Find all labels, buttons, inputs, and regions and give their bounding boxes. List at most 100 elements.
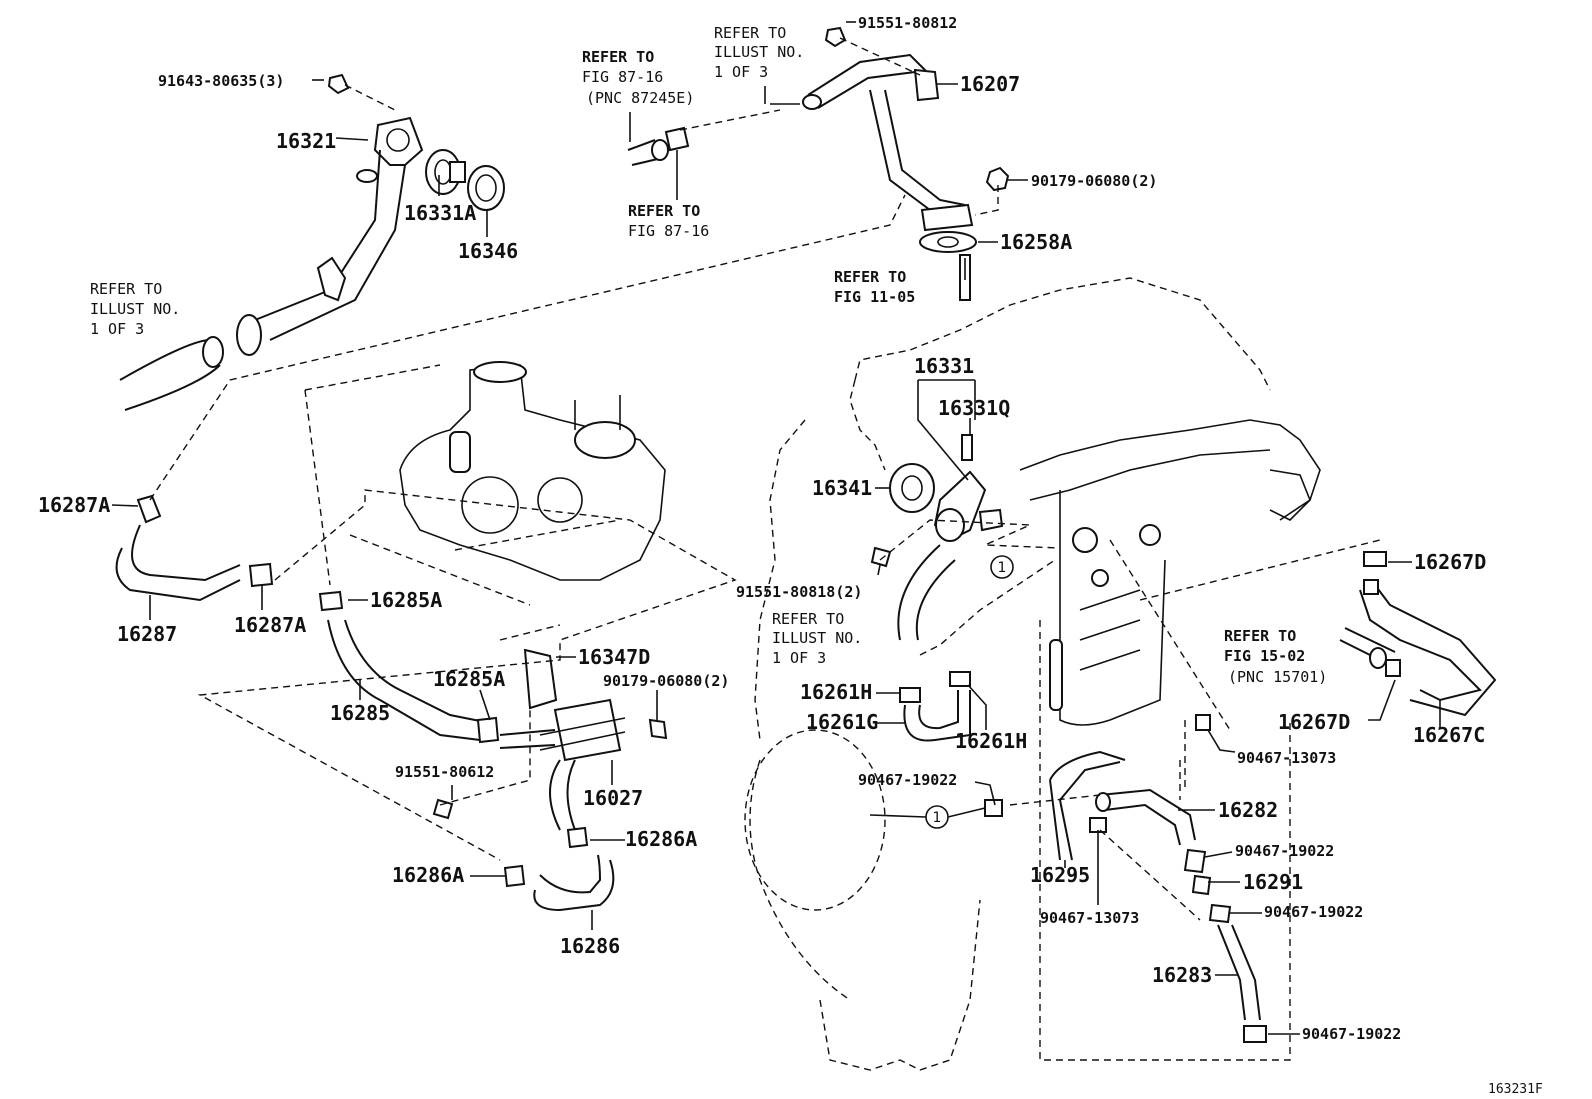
label-91551-80612: 91551-80612 xyxy=(395,763,494,781)
pipe-16291 xyxy=(1191,874,1212,896)
clamp-icon xyxy=(1208,903,1232,924)
svg-text:REFER TO: REFER TO xyxy=(628,202,700,220)
label-16285A: 16285A xyxy=(370,588,442,612)
nut-icon xyxy=(985,166,1010,192)
external-hose xyxy=(119,339,211,381)
clamp-icon xyxy=(984,799,1003,817)
leader-lines xyxy=(111,21,1441,1035)
thermostat xyxy=(425,149,466,195)
svg-text:ILLUST NO.: ILLUST NO. xyxy=(772,629,862,647)
svg-text:FIG 87-16: FIG 87-16 xyxy=(628,222,709,240)
ref-note-illust-top: REFER TO ILLUST NO. 1 OF 3 xyxy=(714,24,804,81)
svg-text:ILLUST NO.: ILLUST NO. xyxy=(714,43,804,61)
label-16286A: 16286A xyxy=(625,827,697,851)
svg-text:REFER TO: REFER TO xyxy=(714,24,786,42)
svg-text:1: 1 xyxy=(998,560,1007,576)
label-90467-19022: 90467-19022 xyxy=(1302,1025,1401,1043)
clamp-icon xyxy=(1183,848,1207,874)
hose-16267c xyxy=(1339,551,1497,717)
label-16285: 16285 xyxy=(330,701,390,725)
hose-16295 xyxy=(1049,750,1126,861)
hose-16287 xyxy=(115,494,274,602)
hose-16285 xyxy=(318,590,500,744)
label-16027: 16027 xyxy=(583,786,643,810)
gasket-16258a xyxy=(919,231,977,253)
label-16287A: 16287A xyxy=(234,613,306,637)
label-91643-80635: 91643-80635(3) xyxy=(158,72,284,90)
label-90179-06080: 90179-06080(2) xyxy=(1031,172,1157,190)
label-16285A: 16285A xyxy=(433,667,505,691)
hose-16283 xyxy=(1217,924,1267,1043)
svg-text:ILLUST NO.: ILLUST NO. xyxy=(90,300,180,318)
label-90467-13073: 90467-13073 xyxy=(1040,909,1139,927)
svg-text:REFER TO: REFER TO xyxy=(772,610,844,628)
bypass-pipe xyxy=(770,53,974,232)
hose-16282 xyxy=(1095,788,1196,846)
label-16267C: 16267C xyxy=(1413,723,1485,747)
label-16258A: 16258A xyxy=(1000,230,1072,254)
label-16347D: 16347D xyxy=(578,645,650,669)
svg-text:1 OF 3: 1 OF 3 xyxy=(90,320,144,338)
water-outlet-pipe xyxy=(236,116,424,356)
label-16331: 16331 xyxy=(914,354,974,378)
ref-note-fig-87-16-a: REFER TO FIG 87-16 (PNC 87245E) xyxy=(582,48,694,107)
label-91551-80812: 91551-80812 xyxy=(858,14,957,32)
turbocharger xyxy=(399,361,666,581)
ref-note-fig-87-16-b: REFER TO FIG 87-16 xyxy=(628,202,709,240)
callout-1-a: 1 xyxy=(990,555,1014,579)
svg-text:1 OF 3: 1 OF 3 xyxy=(772,649,826,667)
label-16341: 16341 xyxy=(812,476,872,500)
clamp-icon xyxy=(1195,714,1211,731)
label-16287A: 16287A xyxy=(38,493,110,517)
svg-text:(PNC 87245E): (PNC 87245E) xyxy=(586,89,694,107)
svg-text:REFER TO: REFER TO xyxy=(834,268,906,286)
ref-note-fig-11-05: REFER TO FIG 11-05 xyxy=(834,268,915,306)
svg-text:REFER TO: REFER TO xyxy=(90,280,162,298)
label-16286: 16286 xyxy=(560,934,620,958)
label-90467-19022: 90467-19022 xyxy=(1235,842,1334,860)
label-16267D: 16267D xyxy=(1278,710,1350,734)
label-16287: 16287 xyxy=(117,622,177,646)
label-16331Q: 16331Q xyxy=(938,396,1010,420)
hose-16261g xyxy=(899,671,971,742)
svg-text:(PNC 15701): (PNC 15701) xyxy=(1228,668,1327,686)
label-16286A: 16286A xyxy=(392,863,464,887)
engine-block-outline xyxy=(744,277,1291,1071)
label-16346: 16346 xyxy=(458,239,518,263)
figure-number: 163231F xyxy=(1488,1082,1543,1097)
label-90467-13073: 90467-13073 xyxy=(1237,749,1336,767)
hose-16286 xyxy=(503,826,615,912)
label-16207: 16207 xyxy=(960,72,1020,96)
ref-note-illust-top-left: REFER TO ILLUST NO. 1 OF 3 xyxy=(90,280,180,338)
svg-text:REFER TO: REFER TO xyxy=(1224,627,1296,645)
label-16261H: 16261H xyxy=(955,729,1027,753)
heater-hose-end xyxy=(627,126,690,166)
svg-text:FIG 11-05: FIG 11-05 xyxy=(834,288,915,306)
label-16321: 16321 xyxy=(276,129,336,153)
label-16261H: 16261H xyxy=(800,680,872,704)
svg-text:1: 1 xyxy=(933,810,942,826)
label-16295: 16295 xyxy=(1030,863,1090,887)
callout-1-b: 1 xyxy=(925,805,949,829)
label-16283: 16283 xyxy=(1152,963,1212,987)
label-90467-19022: 90467-19022 xyxy=(858,771,957,789)
ref-note-illust-centre: REFER TO ILLUST NO. 1 OF 3 xyxy=(772,610,862,667)
thermostat-gasket xyxy=(467,165,505,211)
label-16282: 16282 xyxy=(1218,798,1278,822)
svg-text:FIG 87-16: FIG 87-16 xyxy=(582,68,663,86)
cooler-16027 xyxy=(432,648,668,831)
assembly-guides xyxy=(149,37,1381,921)
label-16291: 16291 xyxy=(1243,870,1303,894)
label-90467-19022: 90467-19022 xyxy=(1264,903,1363,921)
svg-text:REFER TO: REFER TO xyxy=(582,48,654,66)
label-16331A: 16331A xyxy=(404,201,476,225)
bolt-icon xyxy=(824,26,847,48)
label-91551-80818: 91551-80818(2) xyxy=(736,583,862,601)
ref-note-fig-15-02: REFER TO FIG 15-02 (PNC 15701) xyxy=(1224,627,1327,686)
svg-text:1 OF 3: 1 OF 3 xyxy=(714,63,768,81)
cylinder-head xyxy=(1019,419,1321,726)
bolt-icon xyxy=(870,546,892,568)
water-inlet xyxy=(889,434,1004,641)
label-16267D: 16267D xyxy=(1414,550,1486,574)
